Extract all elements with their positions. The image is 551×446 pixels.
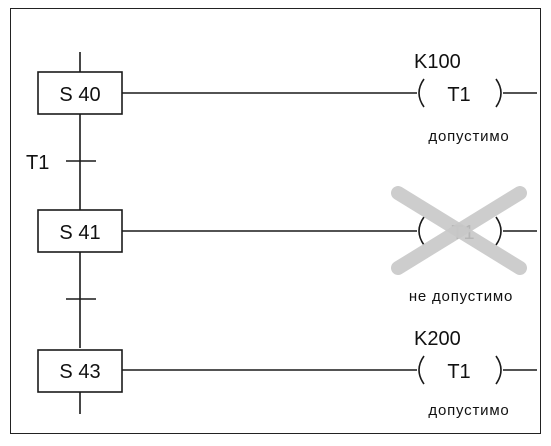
coil-left-3 [418,355,425,385]
step-box-s43 [37,349,123,393]
coil-right-2 [495,216,502,246]
transition-label-t1: T1 [26,152,49,174]
step-label-s40: S 40 [59,84,100,106]
coil-right-3 [495,355,502,385]
output-status-3: допустимо [428,402,509,419]
coil-label-3: T1 [447,361,470,383]
output-status-1: допустимо [428,128,509,145]
output-constant-k200: K200 [414,328,461,350]
coil-right-1 [495,78,502,108]
cross-mark-b [391,186,527,275]
step-label-s43: S 43 [59,361,100,383]
coil-label-1: T1 [447,84,470,106]
output-status-2: не допустимо [409,288,513,305]
coil-left-1 [418,78,425,108]
step-label-s41: S 41 [59,222,100,244]
output-constant-k100: K100 [414,51,461,73]
coil-left-2 [418,216,425,246]
